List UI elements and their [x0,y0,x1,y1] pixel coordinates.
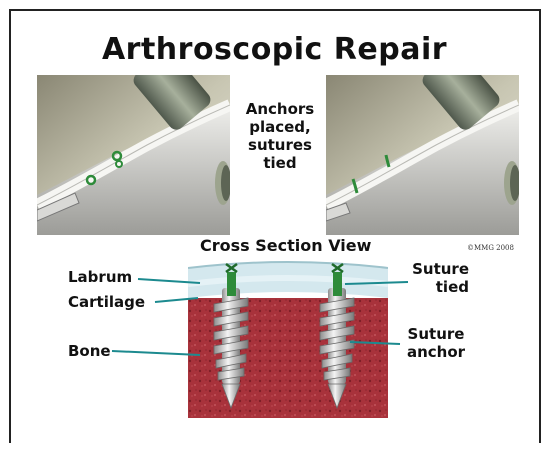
arthroscopic-view-left [37,75,230,235]
cartilage-label: Cartilage [68,293,145,311]
copyright-notice: ©MMG 2008 [467,244,514,252]
labrum-label: Labrum [68,268,132,286]
anchors-caption: Anchors placed, sutures tied [240,100,320,172]
page-title: Arthroscopic Repair [0,32,549,67]
arthroscopic-illustration-right [326,75,519,235]
cross-section-title: Cross Section View [200,236,371,255]
bone-layer [188,298,388,418]
suture-anchor-label: Suture anchor [400,325,472,361]
bone-label: Bone [68,342,111,360]
arthroscopic-view-right [326,75,519,235]
arthroscopic-illustration-left [37,75,230,235]
cross-section-illustration [188,258,388,418]
suture-tied-label: Suture tied [409,260,469,296]
